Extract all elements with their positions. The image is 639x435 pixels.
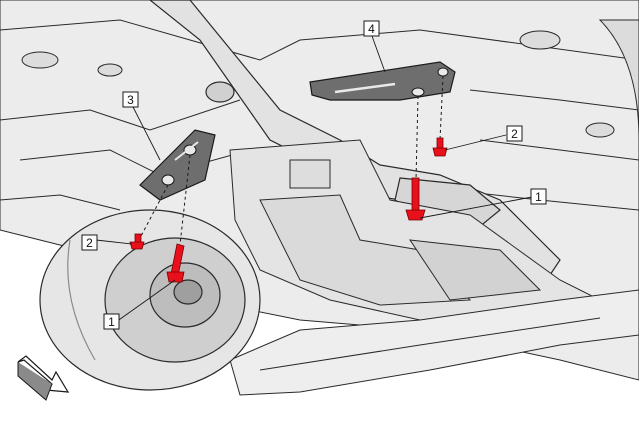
front-direction-arrow-icon [17, 355, 70, 401]
exhaust-pipe [149, 0, 561, 279]
lower-engine-block [229, 139, 601, 331]
callout-2-left: 2 [81, 234, 98, 251]
callout-3: 3 [122, 91, 139, 108]
callout-label: 3 [127, 93, 134, 107]
callout-label: 4 [368, 22, 375, 36]
under-cover [229, 289, 639, 396]
leader-lines [95, 35, 533, 323]
callout-4: 4 [363, 20, 380, 37]
bolt-2-left [129, 233, 145, 250]
callout-2-right: 2 [506, 125, 523, 142]
callout-label: 1 [108, 315, 115, 329]
bolt-2-right [432, 137, 448, 157]
callout-label: 1 [535, 190, 542, 204]
bolt-1-lower [166, 243, 185, 283]
callout-1-right: 1 [530, 188, 547, 205]
callout-1-left: 1 [103, 313, 120, 330]
bracket-4 [309, 61, 456, 101]
callout-label: 2 [511, 127, 518, 141]
wheel [39, 209, 261, 391]
callout-label: 2 [86, 236, 93, 250]
alignment-lines [139, 75, 444, 246]
